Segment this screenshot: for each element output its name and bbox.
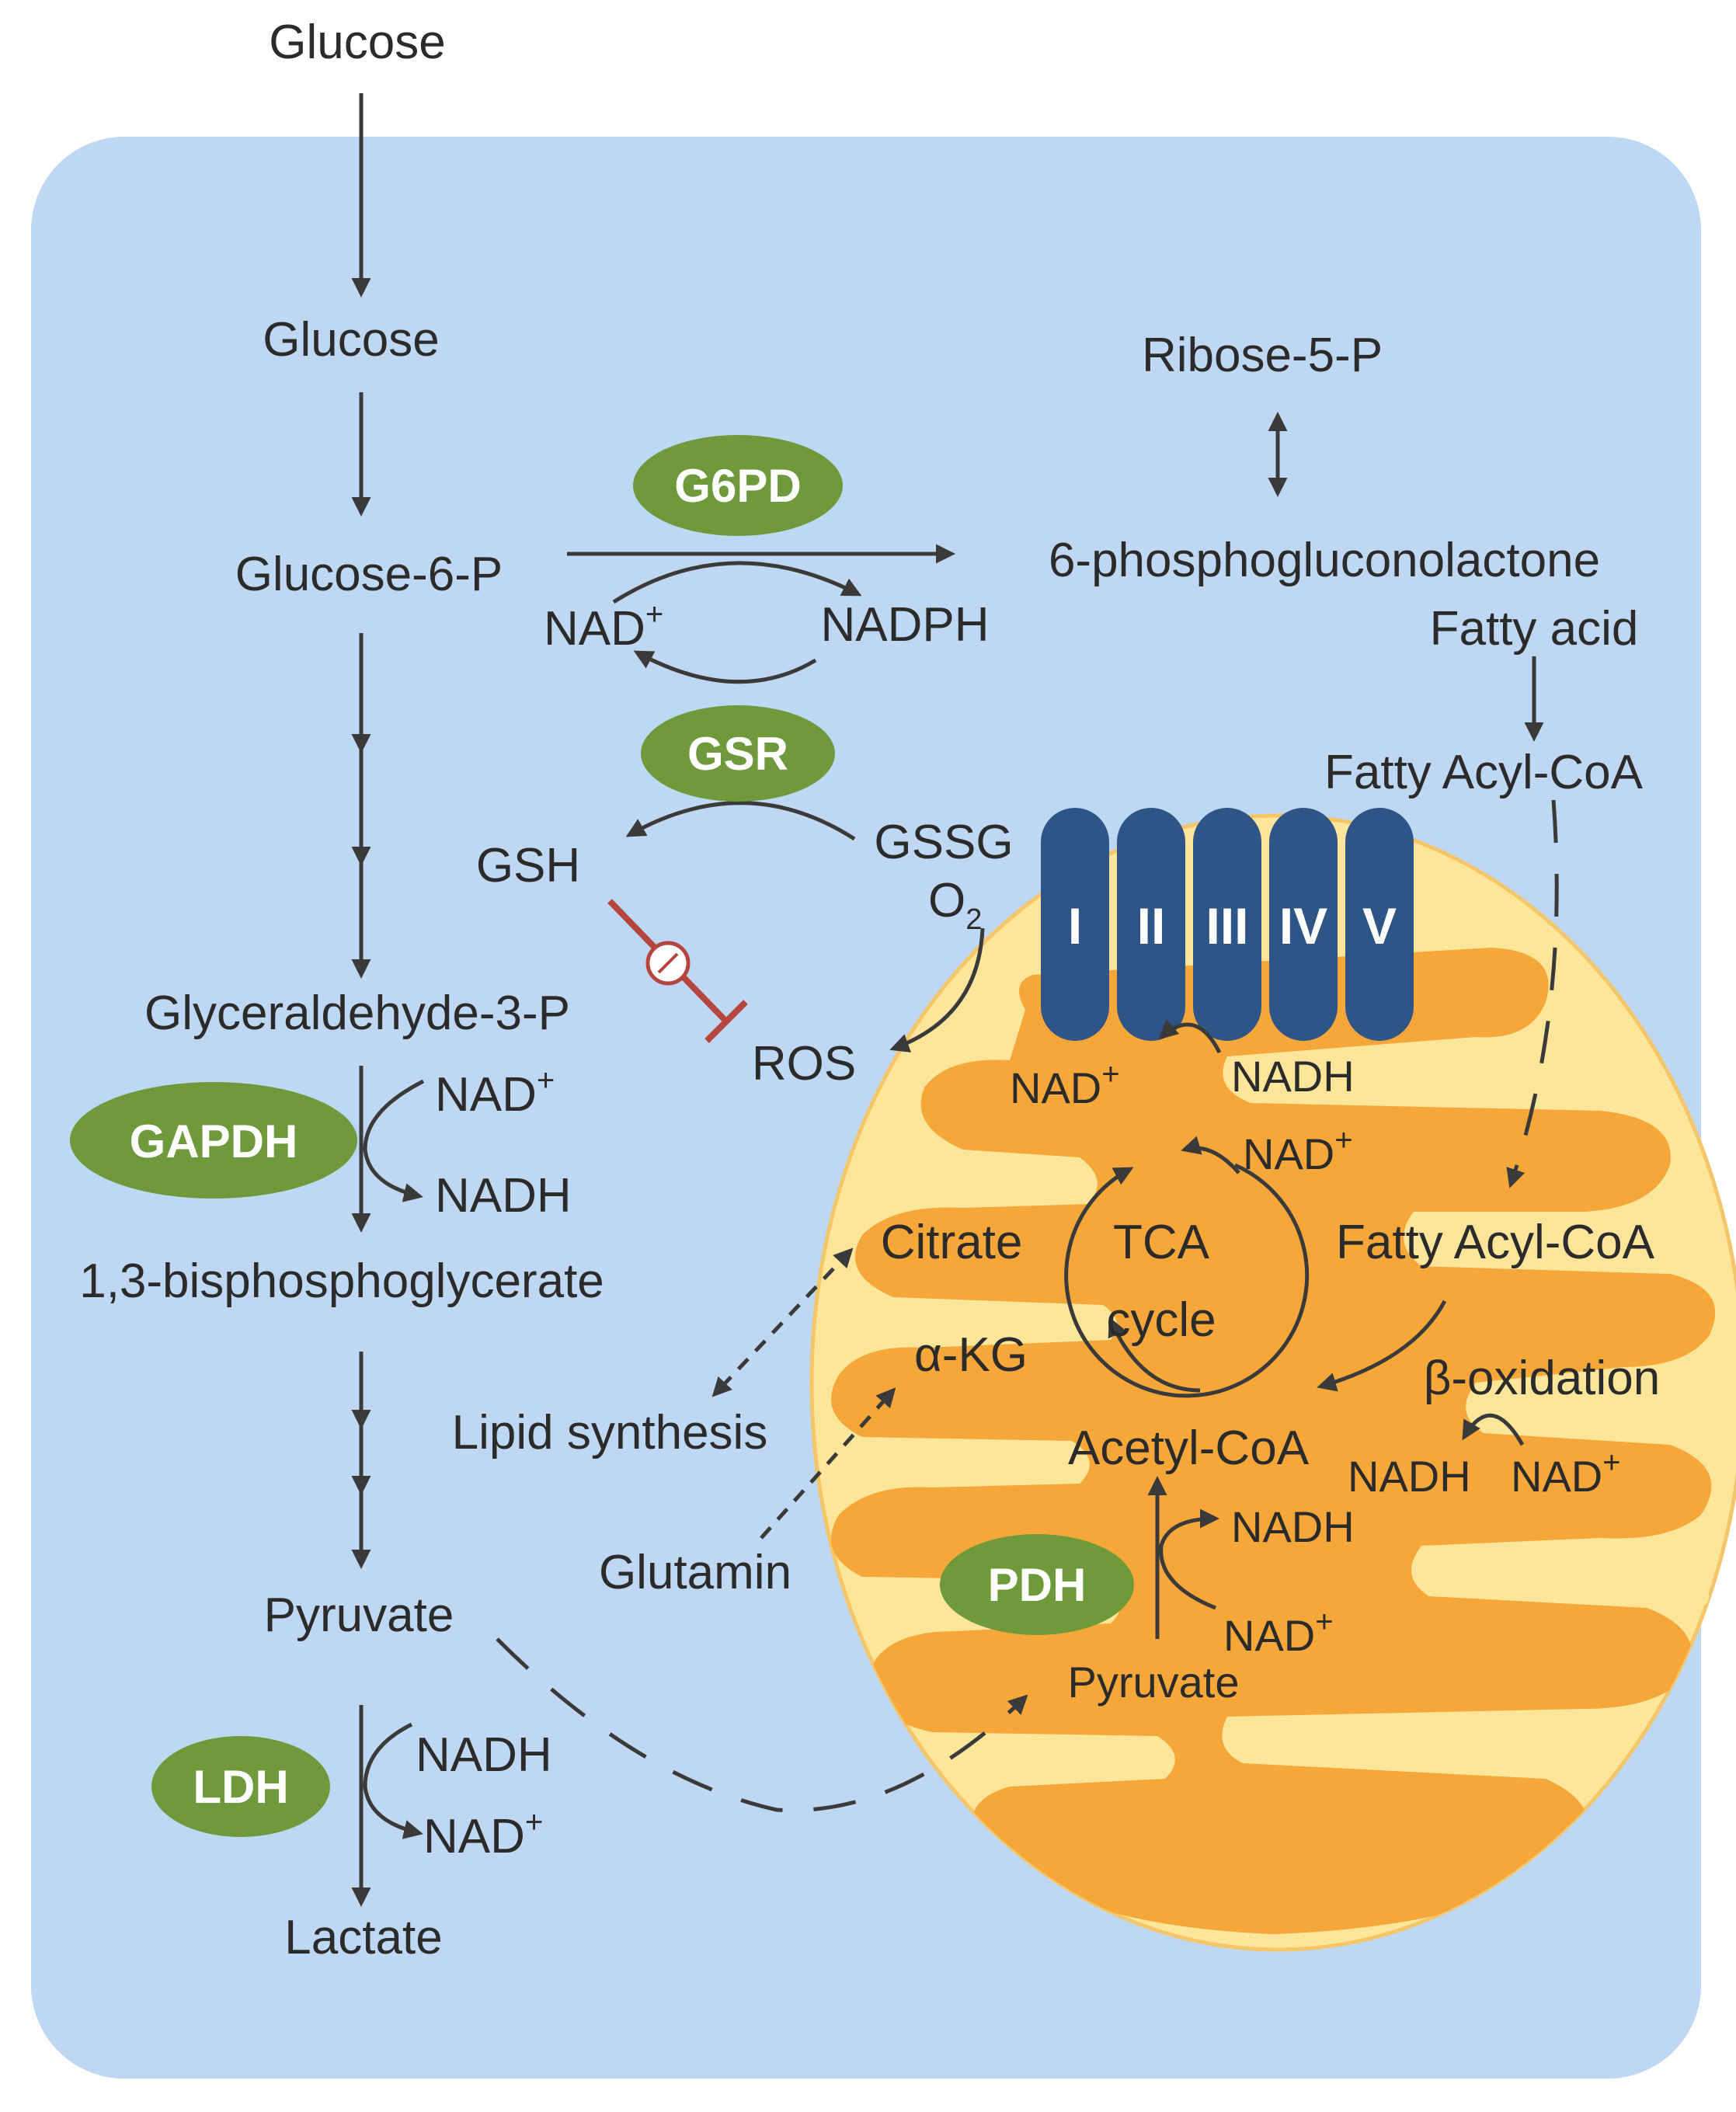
- label-tca-line1: TCA: [1113, 1216, 1210, 1269]
- label-fatty-acyl-coa-mitochondrion: Fatty Acyl-CoA: [1336, 1216, 1655, 1269]
- label-pyruvate-mitochondrion: Pyruvate: [1068, 1658, 1240, 1707]
- complex-ii-label: II: [1137, 897, 1166, 955]
- label-nad-tca: NAD+: [1243, 1123, 1353, 1178]
- label-beta-oxidation: β-oxidation: [1424, 1352, 1661, 1405]
- label-nadh-beta-ox: NADH: [1348, 1452, 1471, 1501]
- label-lipid-synthesis: Lipid synthesis: [452, 1406, 768, 1460]
- enzyme-ldh: [151, 1736, 330, 1837]
- label-citrate: Citrate: [881, 1216, 1023, 1269]
- metabolite-labels: Glucose Glucose Glucose-6-P Ribose-5-P 6…: [79, 16, 1660, 1964]
- tca-cycle-ring-lower: [1108, 1317, 1201, 1393]
- enzyme-gsr: [641, 705, 835, 802]
- tca-cycle-ring: [1064, 1163, 1310, 1398]
- label-gsh: GSH: [476, 839, 580, 892]
- complex-iv: [1269, 808, 1338, 1041]
- label-alpha-kg: α-KG: [914, 1328, 1028, 1382]
- nadh-to-nad-complex-curve: [1158, 1019, 1222, 1054]
- enzyme-pdh-label: PDH: [988, 1559, 1087, 1611]
- electron-transport-chain: I II III IV V: [1041, 808, 1414, 1041]
- label-nadh-pdh: NADH: [1231, 1502, 1355, 1551]
- label-1-3-bisphosphoglycerate: 1,3-bisphosphoglycerate: [79, 1254, 604, 1308]
- ldh-cofactor-curve: [363, 1722, 423, 1839]
- complex-i-label: I: [1068, 897, 1082, 955]
- label-6-phosphogluconolactone: 6-phosphogluconolactone: [1049, 534, 1600, 587]
- enzymes: G6PD GSR GAPDH LDH PDH: [70, 435, 1134, 1837]
- enzyme-g6pd-label: G6PD: [674, 460, 801, 512]
- enzyme-gsr-label: GSR: [687, 728, 788, 780]
- mitochondrion: [809, 813, 1736, 1952]
- enzyme-gapdh: [70, 1082, 357, 1199]
- enzyme-gapdh-label: GAPDH: [130, 1115, 298, 1167]
- complex-iii-label: III: [1205, 897, 1248, 955]
- label-glucose: Glucose: [263, 313, 439, 367]
- label-nadh-complex-i: NADH: [1231, 1052, 1355, 1101]
- label-lactate: Lactate: [284, 1911, 442, 1964]
- label-fatty-acyl-coa-cytosol: Fatty Acyl-CoA: [1324, 746, 1644, 799]
- label-nadh-gapdh: NADH: [435, 1169, 572, 1223]
- complex-v-label: V: [1362, 897, 1397, 955]
- label-acetyl-coa: Acetyl-CoA: [1068, 1421, 1310, 1475]
- label-pyruvate-cytosol: Pyruvate: [264, 1588, 454, 1642]
- label-nad-pdh: NAD+: [1223, 1605, 1334, 1660]
- arrow-o2-to-ros: [889, 927, 985, 1053]
- arrow-acyl-coa-to-acetyl-coa: [1317, 1300, 1447, 1392]
- label-nad-g6pd: NAD+: [544, 597, 663, 656]
- label-glyceraldehyde-3-p: Glyceraldehyde-3-P: [144, 986, 570, 1040]
- label-ros: ROS: [752, 1037, 856, 1091]
- label-glutamin: Glutamin: [599, 1546, 791, 1599]
- pdh-cofactor-curve: [1159, 1508, 1219, 1610]
- enzyme-g6pd: [633, 435, 843, 536]
- complex-i: [1041, 808, 1109, 1041]
- nad-to-nadph-curve: [612, 561, 862, 604]
- arrow-glutamin-to-akg: [760, 1387, 896, 1540]
- gsh-inhibits-ros: [607, 899, 748, 1043]
- label-o2: O2: [928, 874, 982, 936]
- arrow-pyruvate-transport: [496, 1637, 1028, 1813]
- tca-nad-curve: [1181, 1136, 1240, 1174]
- beta-ox-cofactor-curve: [1462, 1414, 1525, 1446]
- enzyme-ldh-label: LDH: [193, 1761, 288, 1813]
- label-tca-line2: cycle: [1106, 1293, 1216, 1347]
- label-glucose-extracellular: Glucose: [269, 16, 445, 69]
- arrow-citrate-to-lipid: [711, 1247, 854, 1397]
- label-gssg: GSSG: [874, 816, 1013, 869]
- nadph-to-nad-curve: [633, 650, 817, 684]
- label-nad-gapdh: NAD+: [435, 1063, 555, 1122]
- complex-ii: [1117, 808, 1185, 1041]
- complex-iii: [1193, 808, 1261, 1041]
- mitochondrion-matrix: [831, 948, 1716, 1934]
- label-nad-beta-ox: NAD+: [1511, 1446, 1621, 1501]
- label-nad-ldh: NAD+: [423, 1805, 543, 1863]
- enzyme-pdh: [940, 1534, 1134, 1635]
- label-nadph: NADPH: [820, 598, 989, 652]
- label-glucose-6-p: Glucose-6-P: [235, 548, 503, 601]
- label-fatty-acid: Fatty acid: [1430, 602, 1639, 656]
- label-nadh-ldh: NADH: [416, 1728, 552, 1782]
- complex-iv-label: IV: [1279, 897, 1327, 955]
- pathway-arrows: [351, 93, 1559, 1907]
- complex-v: [1345, 808, 1414, 1041]
- label-ribose-5-p: Ribose-5-P: [1142, 329, 1383, 382]
- label-nad-complex-i: NAD+: [1010, 1057, 1120, 1112]
- gapdh-cofactor-curve: [363, 1079, 425, 1202]
- arrow-gssg-to-gsh: [625, 801, 856, 841]
